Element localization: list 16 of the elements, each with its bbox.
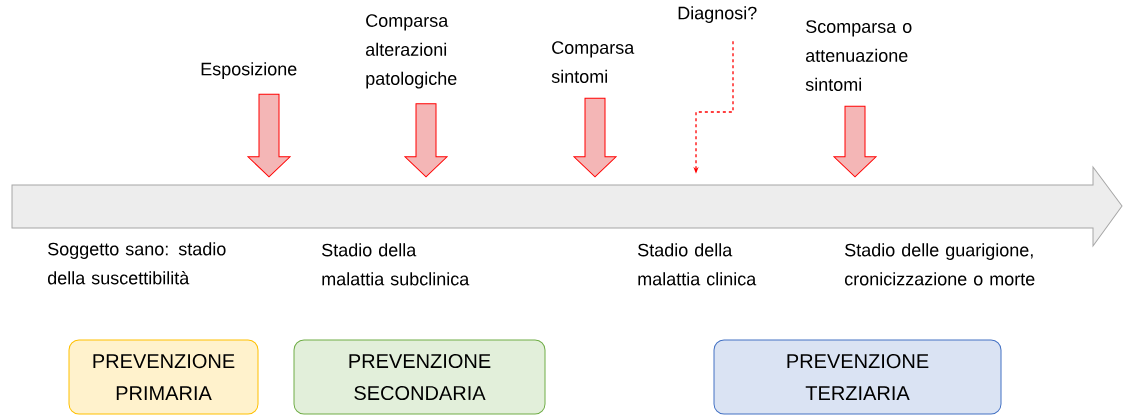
prevention-box: PREVENZIONE PRIMARIA: [68, 339, 259, 415]
block-arrow: [404, 103, 448, 178]
event-label: Scomparsa o attenuazione sintomi: [805, 20, 912, 91]
event-label: Comparsa alterazioni patologiche: [366, 14, 457, 89]
stage-label: Stadio della malattia clinica: [638, 243, 757, 286]
event-label: Esposizione: [201, 62, 297, 79]
block-arrow: [247, 93, 291, 178]
stage-label: Soggetto sano: stadio della suscettibilità: [47, 242, 226, 285]
event-label: Comparsa sintomi: [551, 41, 635, 83]
prevention-box: PREVENZIONE TERZIARIA: [713, 339, 1002, 415]
stage-label: Stadio delle guarigione, cronicizzazione o morte: [845, 243, 1035, 286]
event-label: Diagnosi?: [678, 6, 757, 23]
block-arrow: [573, 97, 617, 178]
stage-label: Stadio della malattia subclinica: [322, 243, 470, 286]
block-arrow: [833, 105, 877, 178]
prevention-box: PREVENZIONE SECONDARIA: [293, 339, 546, 415]
